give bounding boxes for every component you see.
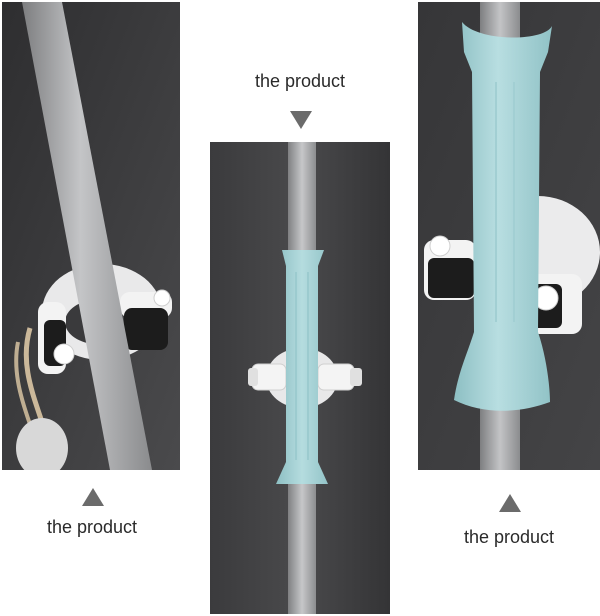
caption-left: the product: [46, 517, 138, 537]
photo-panel-center: [210, 142, 390, 614]
pole-with-handle-image: [210, 142, 390, 614]
triangle-down-icon: [290, 111, 312, 129]
photo-panel-right: [418, 2, 600, 470]
handle-sleeve-closeup-image: [418, 2, 600, 470]
triangle-up-icon: [82, 488, 104, 506]
caption-right: the product: [463, 527, 555, 547]
photo-panel-left: [2, 2, 180, 470]
pole-holder-closeup-image: [2, 2, 180, 470]
triangle-up-icon: [499, 494, 521, 512]
caption-center: the product: [254, 71, 346, 91]
